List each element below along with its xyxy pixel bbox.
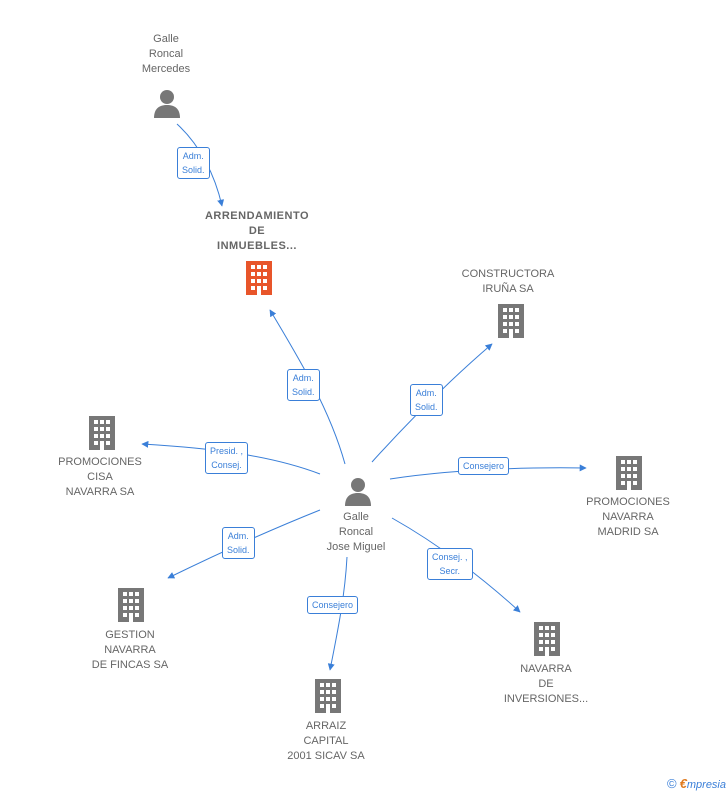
edge-label-jose-arraiz: Consejero <box>307 596 359 614</box>
edge-label-jose-cisa: Presid. , Consej. <box>205 442 249 474</box>
node-label-line: NAVARRA <box>520 663 572 675</box>
edge-label-jose-inversiones: Consej. , Secr. <box>427 548 473 580</box>
brand-initial: € <box>679 776 687 791</box>
node-label-line: CAPITAL <box>303 735 349 747</box>
edge-label-jose-madrid: Consejero <box>458 457 510 475</box>
edge-label-line: Consejero <box>463 461 505 471</box>
person-icon <box>345 478 371 506</box>
edge-label-jose-arrendamiento: Adm. Solid. <box>287 369 320 401</box>
person-icon <box>154 90 180 118</box>
brand-name: mpresia <box>686 779 726 791</box>
edge-label-line: Adm. <box>415 388 437 398</box>
node-company-promociones-madrid[interactable]: PROMOCIONES NAVARRA MADRID SA <box>569 495 687 540</box>
node-label-line: DE FINCAS SA <box>91 659 169 671</box>
node-label-line: Galle <box>153 33 179 45</box>
node-label-line: DE <box>248 225 266 237</box>
node-label-line: NAVARRA <box>602 511 654 523</box>
node-label-line: Mercedes <box>141 63 191 75</box>
edge-label-jose-constructora: Adm. Solid. <box>410 384 443 416</box>
copyright-icon: © <box>666 776 677 791</box>
node-company-promociones-cisa[interactable]: PROMOCIONES CISA NAVARRA SA <box>40 455 160 500</box>
node-label-line: Galle <box>343 511 369 523</box>
node-label-line: MADRID SA <box>597 526 659 538</box>
node-label-line: INMUEBLES... <box>217 240 297 252</box>
node-company-constructora[interactable]: CONSTRUCTORA IRUÑA SA <box>446 267 570 297</box>
building-icon <box>534 622 560 656</box>
node-label-line: ARRAIZ <box>305 720 347 732</box>
node-label-line: NAVARRA SA <box>65 486 135 498</box>
node-label-line: ARRENDAMIENTO <box>204 210 310 222</box>
building-icon <box>118 588 144 622</box>
edge-label-line: Adm. <box>292 373 314 383</box>
edge-label-line: Consej. , <box>432 552 468 562</box>
node-label-line: Roncal <box>338 526 374 538</box>
edge-label-line: Adm. <box>227 531 249 541</box>
edge-label-line: Secr. <box>439 566 461 576</box>
edge-label-line: Solid. <box>227 545 250 555</box>
node-person-mercedes[interactable]: Galle Roncal Mercedes <box>126 32 206 77</box>
edge-label-line: Presid. , <box>210 446 244 456</box>
node-label-line: 2001 SICAV SA <box>287 750 365 762</box>
node-label-line: NAVARRA <box>104 644 156 656</box>
building-icon <box>616 456 642 490</box>
building-icon <box>246 261 272 295</box>
building-icon <box>315 679 341 713</box>
node-label-line: DE <box>538 678 554 690</box>
node-label-line: Roncal <box>148 48 184 60</box>
edge-label-line: Solid. <box>415 402 438 412</box>
building-icon <box>89 416 115 450</box>
building-icon <box>498 304 524 338</box>
edge-label-jose-gestion: Adm. Solid. <box>222 527 255 559</box>
edge-label-line: Solid. <box>182 165 205 175</box>
node-company-arrendamiento[interactable]: ARRENDAMIENTO DE INMUEBLES... <box>194 209 320 254</box>
node-company-gestion[interactable]: GESTION NAVARRA DE FINCAS SA <box>72 628 188 673</box>
edge-label-mercedes-arrendamiento: Adm. Solid. <box>177 147 210 179</box>
node-label-line: CONSTRUCTORA <box>461 268 555 280</box>
node-label-line: PROMOCIONES <box>586 496 670 508</box>
node-company-navarra-inversiones[interactable]: NAVARRA DE INVERSIONES... <box>488 662 604 707</box>
edge-label-line: Adm. <box>182 151 204 161</box>
node-label-line: INVERSIONES... <box>503 693 589 705</box>
node-label-line: IRUÑA SA <box>482 283 534 295</box>
node-company-arraiz[interactable]: ARRAIZ CAPITAL 2001 SICAV SA <box>268 719 384 764</box>
node-label-line: Jose Miguel <box>326 541 386 553</box>
node-label-line: PROMOCIONES <box>58 456 142 468</box>
node-person-jose-miguel[interactable]: Galle Roncal Jose Miguel <box>306 510 406 555</box>
edge-label-line: Consej. <box>211 460 242 470</box>
node-label-line: CISA <box>87 471 113 483</box>
brand-logo: © €mpresia <box>667 776 726 791</box>
edge-label-line: Consejero <box>312 600 354 610</box>
node-label-line: GESTION <box>105 629 155 641</box>
edge-label-line: Solid. <box>292 387 315 397</box>
